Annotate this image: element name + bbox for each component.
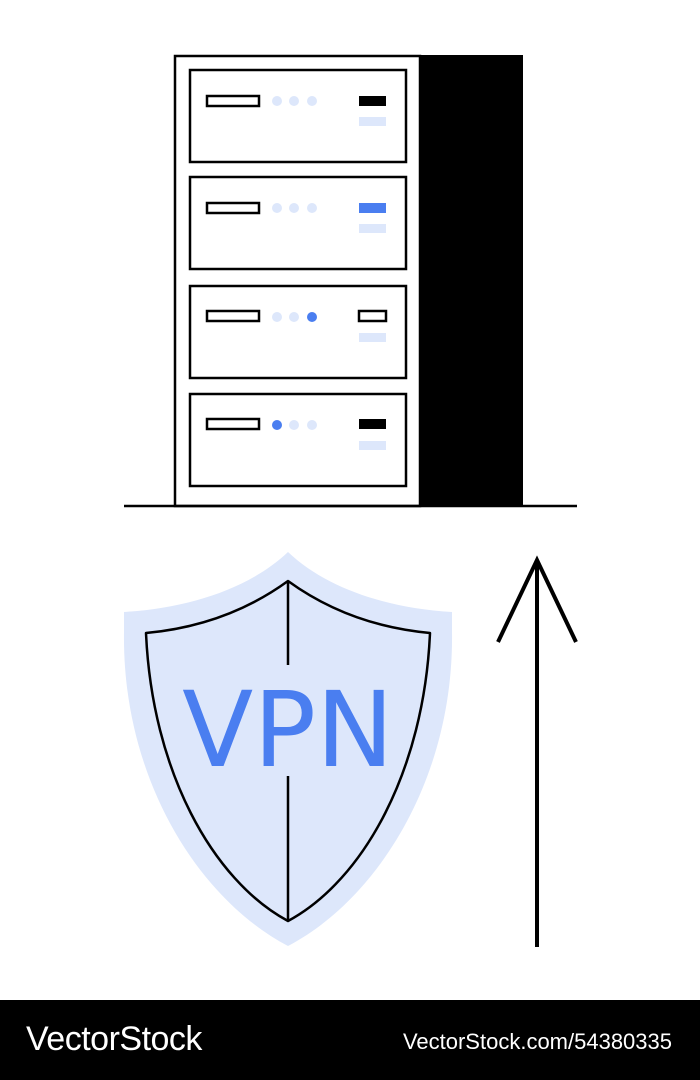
status-light-secondary — [359, 333, 386, 342]
shield-label: VPN — [182, 669, 394, 791]
indicator-led-active — [272, 420, 282, 430]
indicator-led — [289, 312, 299, 322]
server-unit-3 — [188, 284, 408, 380]
rack-side-panel — [420, 55, 523, 506]
drive-slot — [205, 94, 261, 108]
status-light-secondary — [359, 441, 386, 450]
drive-slot — [205, 201, 261, 215]
illustration: VPN — [123, 54, 578, 947]
indicator-led-active — [307, 312, 317, 322]
indicator-led — [289, 420, 299, 430]
indicator-led — [307, 203, 317, 213]
indicator-led — [272, 96, 282, 106]
indicator-led — [289, 96, 299, 106]
server-unit-1 — [188, 68, 408, 164]
status-light — [359, 96, 386, 106]
indicator-led — [289, 203, 299, 213]
brand-logo: VectorStock — [26, 1020, 202, 1058]
drive-slot — [205, 309, 261, 323]
indicator-led — [272, 203, 282, 213]
server-rack-icon — [124, 54, 577, 508]
status-light — [359, 203, 386, 213]
status-light-secondary — [359, 117, 386, 126]
drive-slot — [205, 417, 261, 431]
status-light-secondary — [359, 224, 386, 233]
server-unit-4 — [188, 392, 408, 488]
image-id-text: VectorStock.com/54380335 — [402, 1029, 672, 1054]
status-light — [359, 419, 386, 429]
server-unit-2 — [188, 175, 408, 271]
indicator-led — [272, 312, 282, 322]
indicator-led — [307, 420, 317, 430]
up-arrow-icon — [496, 555, 578, 947]
shield-icon: VPN — [123, 552, 453, 946]
status-light — [357, 309, 388, 323]
watermark-footer: VectorStock VectorStock.com/54380335 — [0, 1000, 700, 1080]
indicator-led — [307, 96, 317, 106]
